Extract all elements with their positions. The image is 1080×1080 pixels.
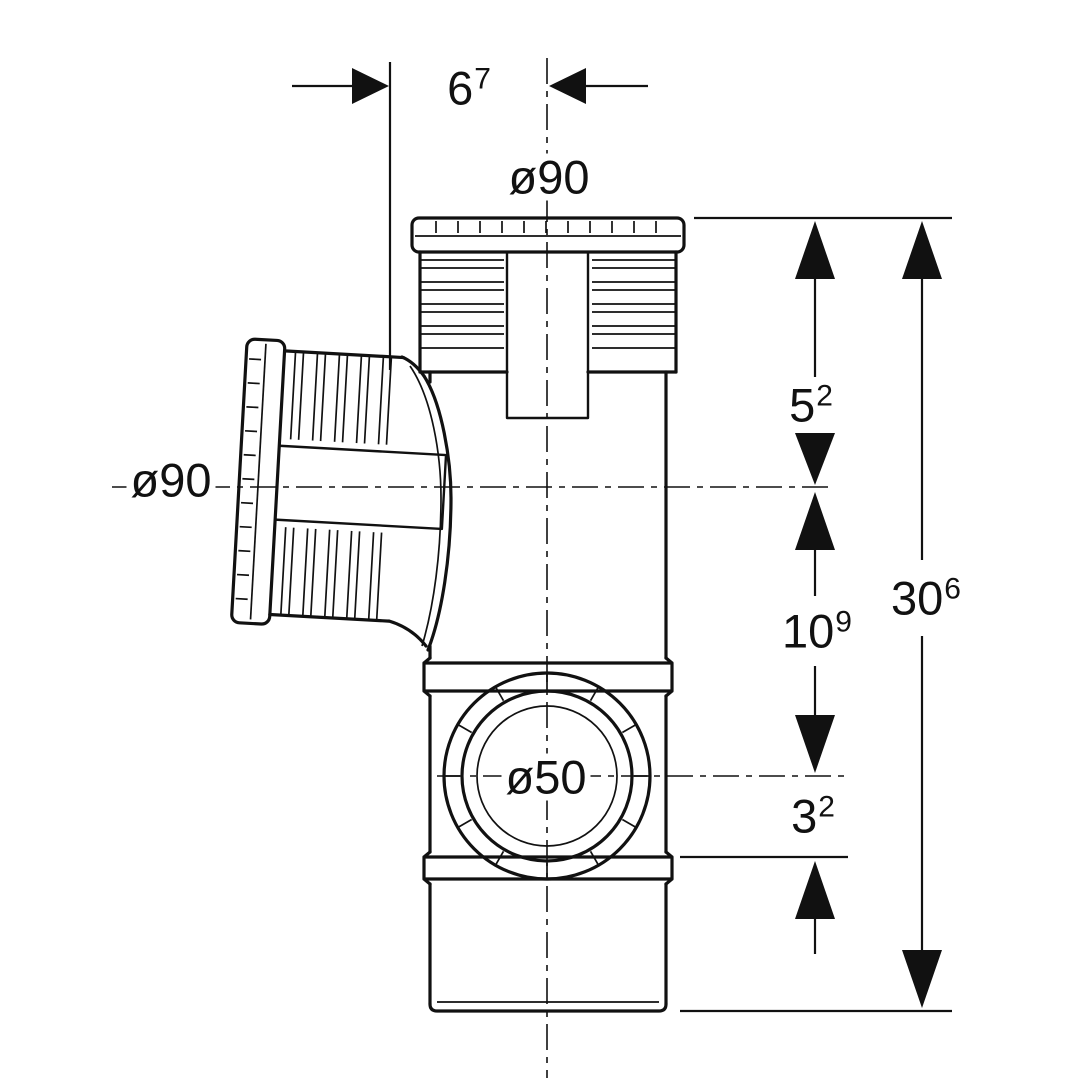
top-socket-ribs-right: [592, 259, 676, 349]
dim-value: 30: [891, 571, 944, 625]
dim-total-graphics: [902, 221, 942, 1008]
dim-lower: 32: [787, 789, 839, 843]
arrow-down-icon: [795, 433, 835, 485]
left-socket-ribs-top: [289, 351, 393, 445]
left-socket-tilted-part: [230, 337, 448, 626]
dim-top-width: 67: [443, 61, 495, 115]
body-bottom-edge: [428, 1002, 668, 1013]
arrow-left-icon: [549, 68, 586, 104]
dim-value: 10: [782, 604, 835, 658]
dim-sup: 9: [835, 605, 852, 639]
extension-lines: [388, 62, 952, 1013]
branch-saddle-inner-curve: [409, 365, 442, 647]
left-socket-bottom-edge: [268, 612, 391, 623]
dim-upper-graphics: [795, 221, 835, 485]
inlet-ticks: [445, 674, 649, 878]
arrow-up-icon: [795, 492, 835, 550]
diameter-value: ø50: [505, 750, 587, 804]
top-inner-tube: [505, 250, 590, 420]
arrow-down-icon: [902, 950, 942, 1008]
top-flange: [410, 216, 686, 254]
left-inner-tube: [273, 444, 448, 531]
arrow-up-icon: [795, 861, 835, 919]
dim-middle: 109: [778, 604, 856, 658]
inlet-outer-ring: [442, 671, 652, 881]
label-left-diameter: ø90: [126, 453, 216, 507]
collar-upper: [422, 656, 674, 698]
branch-saddle-curve: [422, 374, 453, 652]
dim-top-width-graphics: [292, 68, 648, 104]
top-socket: [410, 216, 686, 420]
top-socket-ribs-left: [420, 259, 504, 349]
inlet-middle-ring: [460, 689, 634, 863]
dim-sup: 2: [818, 790, 835, 824]
arrow-up-icon: [902, 221, 942, 279]
branch-top-fillet: [400, 355, 426, 378]
dim-sup: 6: [944, 572, 961, 606]
dim-upper: 52: [785, 378, 837, 432]
centerlines: [112, 58, 848, 1078]
diameter-value: ø90: [130, 453, 212, 507]
dim-total: 306: [887, 571, 965, 625]
branch-bottom-fillet: [387, 619, 428, 648]
arrow-right-icon: [352, 68, 389, 104]
left-flange: [230, 337, 287, 626]
left-socket-ribs-bottom: [279, 527, 383, 621]
dim-value: 3: [791, 789, 818, 843]
left-flange-ticks: [235, 358, 262, 601]
arrow-up-icon: [795, 221, 835, 279]
dim-lower-graphics: [795, 861, 835, 954]
top-flange-ticks: [435, 221, 657, 233]
dim-middle-graphics: [795, 492, 835, 773]
diameter-value: ø90: [508, 150, 590, 204]
label-side-diameter: ø50: [501, 750, 591, 804]
label-top-diameter: ø90: [504, 150, 594, 204]
dim-sup: 7: [474, 62, 491, 96]
collar-lower: [422, 850, 674, 886]
side-inlet-circle: [442, 671, 652, 881]
left-socket-top-edge: [282, 349, 405, 360]
dim-sup: 2: [816, 379, 833, 413]
dim-value: 5: [789, 378, 816, 432]
inlet-inner-ring: [476, 705, 618, 847]
arrow-down-icon: [795, 715, 835, 773]
left-socket: [230, 337, 453, 652]
dim-value: 6: [447, 61, 474, 115]
left-flange-inner-line: [249, 343, 267, 620]
